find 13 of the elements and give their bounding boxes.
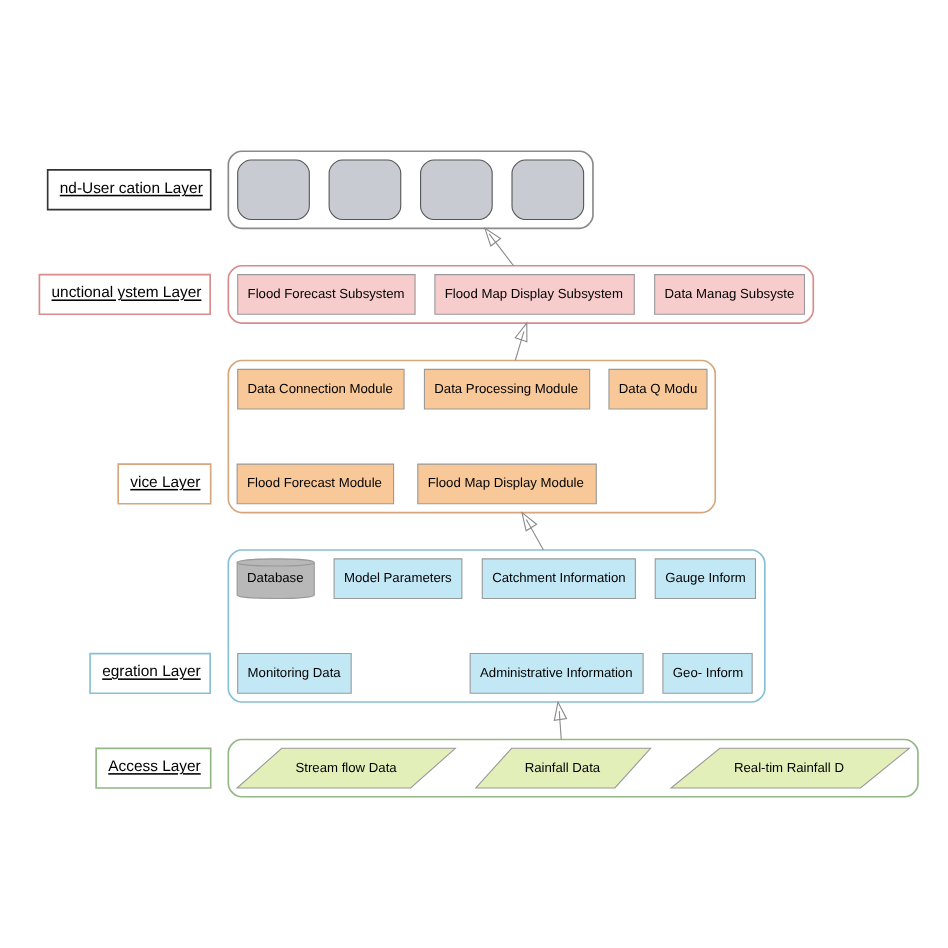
cluster <box>227 549 766 703</box>
cluster <box>227 264 815 324</box>
cluster <box>227 738 919 798</box>
node-box <box>420 159 493 221</box>
cluster <box>227 150 594 230</box>
cluster <box>227 359 717 514</box>
arrow <box>483 227 515 267</box>
arrow <box>553 700 568 741</box>
node-box <box>511 159 585 221</box>
node-box <box>328 159 402 221</box>
arrow <box>521 511 544 551</box>
node-box <box>237 159 310 221</box>
arrow <box>514 321 528 362</box>
